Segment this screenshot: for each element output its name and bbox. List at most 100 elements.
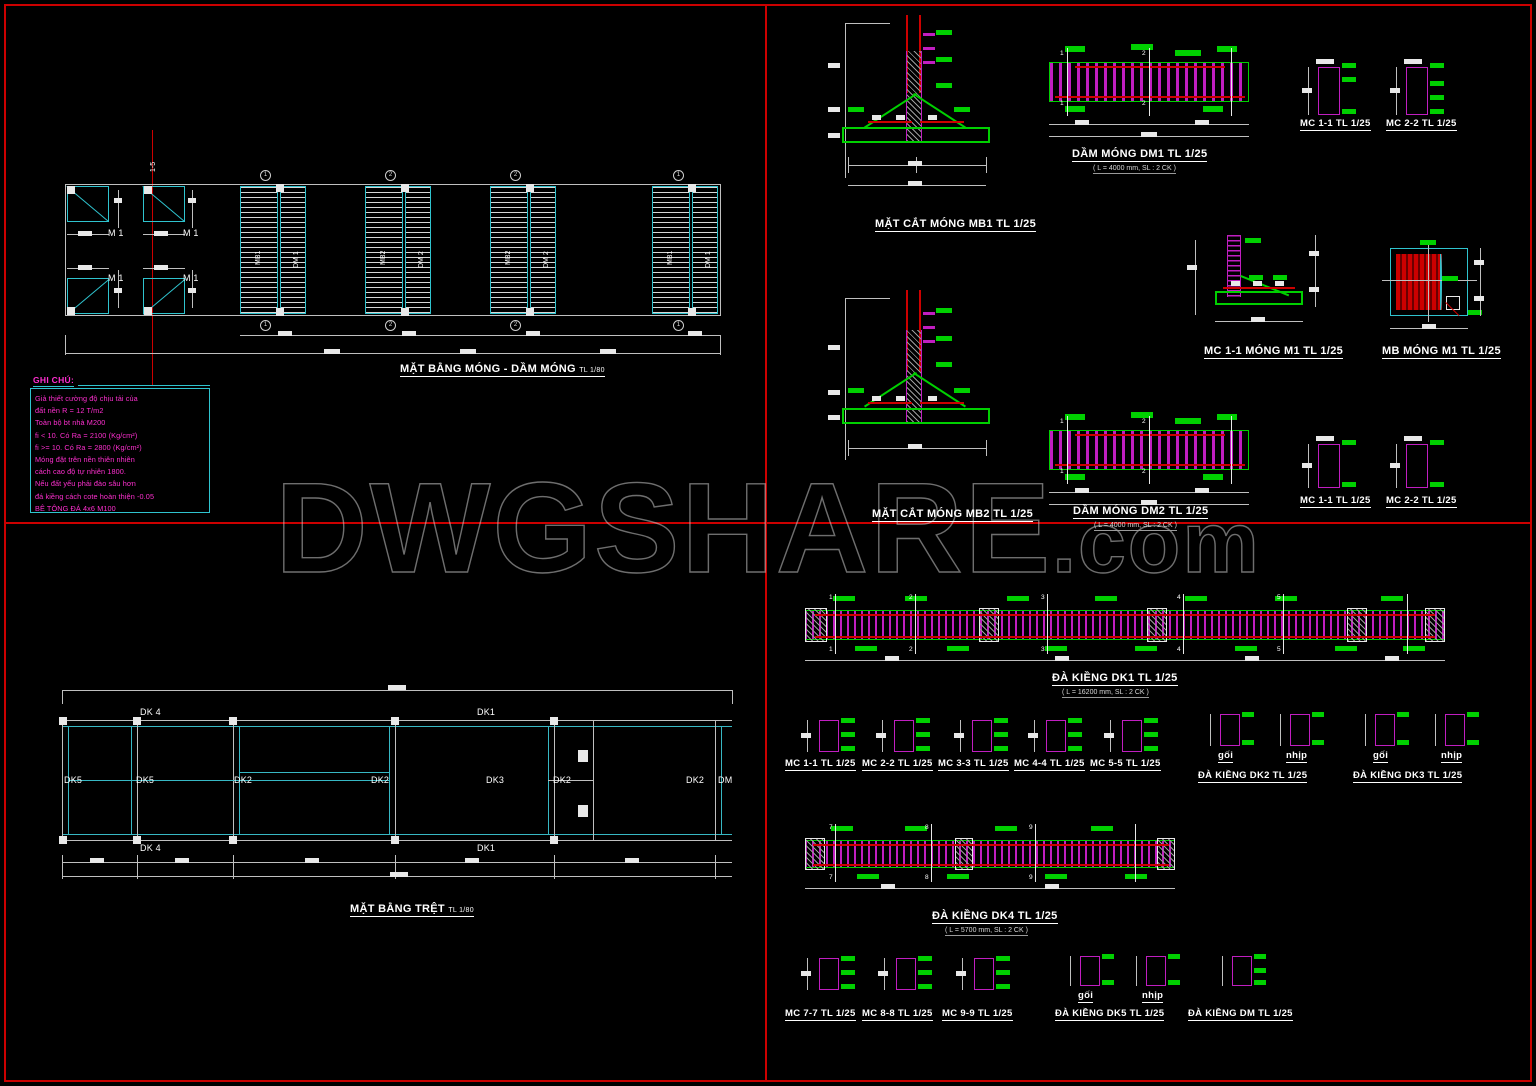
- dim-ext: [1136, 956, 1137, 986]
- rebar-dot: [928, 115, 937, 120]
- dim-text: [1309, 287, 1319, 292]
- foundation-plan: 1-5 M 1 M: [40, 110, 740, 385]
- section-mark-label: 7: [829, 824, 833, 831]
- dim-line: [805, 888, 1175, 889]
- rebar-tag: [1065, 414, 1085, 420]
- rebar-tag: [1381, 596, 1403, 601]
- column-node: [550, 717, 558, 725]
- note-line: đất nền R = 12 T/m2: [35, 406, 104, 416]
- column-block: [805, 608, 827, 642]
- rebar-tag: [1131, 412, 1153, 418]
- paired-detail-dm: [1210, 948, 1300, 1028]
- note-line: Nếu đất yếu phải đào sâu hơn: [35, 479, 136, 489]
- rebar-tag: [1442, 276, 1458, 281]
- footing-tick: [114, 198, 122, 203]
- section-mark-label: 1: [1060, 100, 1064, 107]
- bottom-rebar: [868, 402, 912, 404]
- rebar-tag: [1045, 646, 1067, 651]
- dim-text: [954, 733, 964, 738]
- column-block: [1157, 838, 1175, 870]
- footing-plan-outline: [1390, 248, 1468, 316]
- section-mark: [835, 824, 836, 882]
- column-block: [979, 608, 999, 642]
- level-tag: [828, 345, 840, 350]
- rebar-tag: [1068, 718, 1082, 723]
- beam-band-dm1: [280, 186, 306, 314]
- footing-pier: [144, 307, 152, 315]
- rebar-tag: [1065, 106, 1085, 112]
- dim-ext: [986, 440, 987, 456]
- beam-label-dk4-top: DK 4: [140, 707, 161, 717]
- cross-section-dk4-9: [950, 950, 1020, 1002]
- dim-text: [908, 181, 922, 186]
- footing-base-top: [1215, 291, 1303, 293]
- stair-tread: [548, 780, 594, 781]
- dim-ext: [1070, 956, 1071, 986]
- rebar-tag: [1068, 746, 1082, 751]
- rebar-tag: [1467, 712, 1479, 717]
- dim-text: [1141, 132, 1157, 137]
- plan-outline-left: [65, 184, 66, 316]
- wall-band-mb1: [652, 186, 690, 314]
- dim-text: [908, 444, 922, 449]
- detail-sub-dm2: ( L = 4000 mm, SL : 2 CK ): [1094, 522, 1177, 531]
- rebar-tag: [1342, 77, 1356, 82]
- dim-ext: [1280, 714, 1281, 746]
- rebar-tag: [1335, 646, 1357, 651]
- rebar-tag: [1254, 954, 1266, 959]
- dim-ext: [1210, 714, 1211, 746]
- section-outline: [1122, 720, 1142, 752]
- dim-text: [90, 858, 104, 863]
- dim-tick-top: [1316, 436, 1334, 441]
- ground-floor-plan-scale: TL 1/80: [448, 907, 474, 914]
- footing-outline: [143, 186, 185, 222]
- detail-dk4-beam: 7 8 9 7 8 9: [795, 820, 1195, 900]
- overall-dim-line: [62, 690, 732, 691]
- beam-label-dk4-bottom: DK 4: [140, 843, 161, 853]
- rebar-tag: [936, 336, 952, 341]
- dim-chain-lower: [65, 353, 245, 354]
- rebar-tag: [1135, 646, 1157, 651]
- footing-base-right: [988, 127, 990, 143]
- section-mark-label: 2: [909, 594, 913, 601]
- axis-v: [1428, 242, 1429, 322]
- dim-ext: [986, 157, 987, 173]
- beam-label-dk2: DK2: [371, 775, 390, 785]
- rebar-tag: [1468, 310, 1482, 315]
- detail-dm1-beam: 1 2 1 2: [1035, 40, 1275, 140]
- dim-ext: [720, 335, 721, 355]
- section-mark-label: 2: [1142, 418, 1146, 425]
- dim-text: [402, 331, 416, 336]
- footing-label-m1: M 1: [108, 273, 124, 283]
- bottom-rebar: [868, 121, 912, 123]
- grid-bubble: 1: [673, 320, 684, 331]
- level-tag: [828, 415, 840, 420]
- detail-mb2-section: [820, 290, 1010, 490]
- rebar-tag: [1342, 440, 1356, 445]
- column-node: [229, 836, 237, 844]
- rebar-tag: [1430, 95, 1444, 100]
- stirrup-tick: [923, 326, 935, 329]
- plan-outline-right: [720, 184, 721, 316]
- dim-chain-outer: [240, 353, 720, 354]
- rebar-tag: [1342, 482, 1356, 487]
- column-node: [59, 836, 67, 844]
- footing-base-top: [842, 408, 990, 410]
- rebar-tag: [1168, 954, 1180, 959]
- grid-bubble: 1: [260, 320, 271, 331]
- dim-tick: [137, 855, 138, 879]
- dim-text: [460, 349, 476, 354]
- bottom-rebar: [815, 636, 1435, 638]
- section-mark-label: 7: [829, 874, 833, 881]
- rebar-tag: [841, 718, 855, 723]
- detail-title-dk4: ĐÀ KIỀNG DK4 TL 1/25: [932, 910, 1058, 924]
- section-outline: [1318, 67, 1340, 115]
- dim-ext-right: [1480, 248, 1481, 316]
- rebar-tag: [936, 362, 952, 367]
- rebar-tag: [936, 57, 952, 62]
- beam-label-dk2: DK2: [553, 775, 572, 785]
- section-outline-nhip: [1445, 714, 1465, 746]
- dim-ext: [65, 335, 66, 355]
- beam-dk3-mid: [239, 772, 389, 773]
- overall-dim-text: [388, 685, 406, 690]
